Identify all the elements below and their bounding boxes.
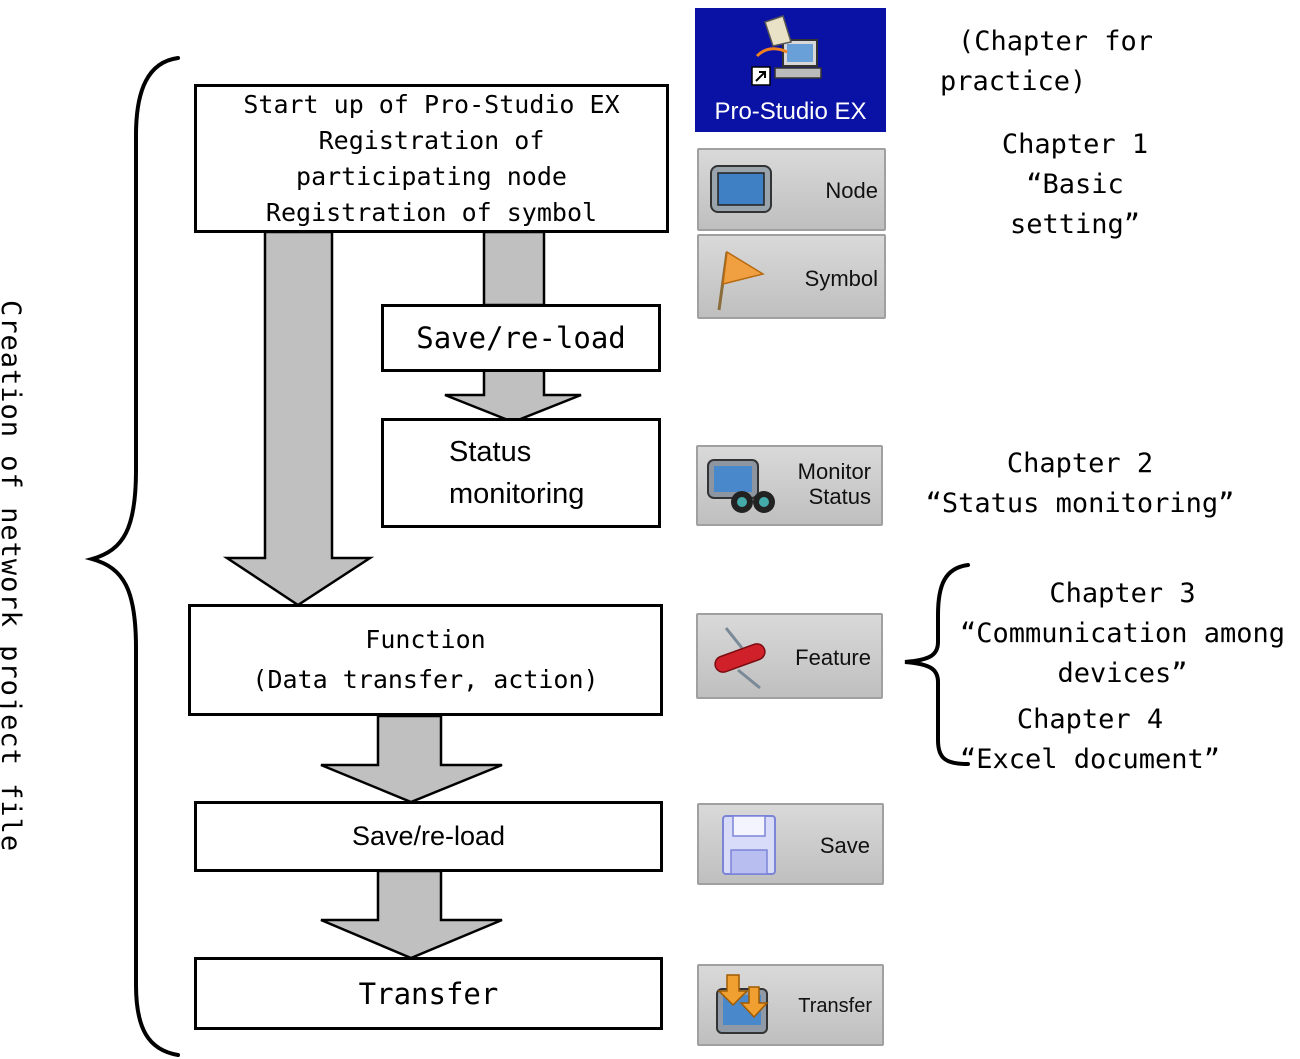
node-label: Node bbox=[825, 178, 878, 203]
practice-note: (Chapter for practice) bbox=[928, 22, 1178, 102]
chapter2-line-2: “Status monitoring” bbox=[925, 488, 1235, 519]
save-label: Save bbox=[819, 833, 870, 858]
symbol-button[interactable]: Symbol bbox=[697, 234, 886, 319]
arrow-start-to-save bbox=[482, 230, 546, 307]
feature-label: Feature bbox=[795, 645, 871, 670]
chapter2-note: Chapter 2 “Status monitoring” bbox=[900, 444, 1260, 524]
arrow-function-to-save bbox=[320, 714, 503, 804]
monitor-status-button[interactable]: Monitor Status bbox=[696, 445, 883, 526]
transfer-box: Transfer bbox=[194, 957, 663, 1030]
chapter-brace bbox=[904, 563, 970, 766]
chapter4-note: Chapter 4 “Excel document” bbox=[940, 700, 1240, 780]
side-label-text: Creation of network project file bbox=[0, 300, 26, 853]
pc-network-shortcut-icon bbox=[751, 15, 822, 86]
pro-studio-label: Pro-Studio EX bbox=[714, 98, 867, 125]
startup-line-2: Registration of bbox=[318, 125, 545, 155]
status-monitoring-box: Status monitoring bbox=[381, 418, 661, 528]
monitor-status-line-2: Status bbox=[808, 484, 871, 509]
save-reload-box-2: Save/re-load bbox=[194, 801, 663, 872]
flag-icon bbox=[717, 250, 765, 311]
chapter1-note: Chapter 1 “Basic setting” bbox=[955, 125, 1195, 245]
pro-studio-icon[interactable]: Pro-Studio EX bbox=[695, 8, 886, 132]
floppy-disk-icon bbox=[722, 815, 776, 875]
practice-line-1: (Chapter for bbox=[958, 26, 1154, 57]
transfer-icon-label: Transfer bbox=[798, 995, 872, 1017]
save-reload-box-1: Save/re-load bbox=[381, 304, 661, 372]
node-button[interactable]: Node bbox=[697, 148, 886, 231]
chapter3-title: Chapter 3 bbox=[1049, 578, 1196, 609]
chapter1-title: Chapter 1 bbox=[1001, 129, 1149, 160]
startup-line-4: Registration of symbol bbox=[265, 197, 598, 227]
practice-line-2: practice) bbox=[940, 66, 1087, 97]
chapter2-title: Chapter 2 bbox=[1006, 448, 1154, 479]
transfer-label: Transfer bbox=[358, 976, 499, 1011]
binoculars-monitor-icon bbox=[707, 459, 775, 513]
feature-button[interactable]: Feature bbox=[696, 613, 883, 699]
monitor-status-label: Monitor Status bbox=[798, 459, 871, 509]
save-reload-label-2: Save/re-load bbox=[351, 821, 506, 851]
arrow-save-to-transfer bbox=[320, 869, 503, 960]
transfer-button[interactable]: Transfer bbox=[697, 964, 884, 1046]
chapter3-note: Chapter 3 “Communication among devices” bbox=[950, 574, 1295, 694]
swiss-knife-icon bbox=[714, 627, 766, 690]
display-panel-icon bbox=[710, 165, 772, 213]
chapter3-line-3: devices” bbox=[1057, 658, 1188, 689]
chapter1-line-2: “Basic bbox=[1026, 169, 1124, 200]
save-reload-label-1: Save/re-load bbox=[416, 321, 626, 355]
status-line-2: monitoring bbox=[449, 478, 585, 510]
side-label: Creation of network project file bbox=[0, 300, 44, 860]
status-line-1: Status bbox=[449, 436, 532, 468]
function-box: Function (Data transfer, action) bbox=[188, 604, 663, 716]
chapter3-line-2: “Communication among bbox=[959, 618, 1286, 649]
startup-line-1: Start up of Pro-Studio EX bbox=[243, 89, 620, 119]
save-button[interactable]: Save bbox=[697, 803, 884, 885]
monitor-status-line-1: Monitor bbox=[797, 459, 871, 484]
chapter1-line-3: setting” bbox=[1009, 209, 1141, 240]
function-line-2: (Data transfer, action) bbox=[252, 665, 599, 694]
transfer-download-icon bbox=[716, 974, 769, 1034]
symbol-label: Symbol bbox=[804, 266, 878, 291]
function-line-1: Function bbox=[365, 625, 486, 654]
left-brace bbox=[84, 56, 180, 1057]
arrow-save-to-status bbox=[444, 368, 582, 424]
startup-box: Start up of Pro-Studio EX Registration o… bbox=[194, 84, 669, 233]
chapter4-title: Chapter 4 bbox=[1016, 704, 1164, 735]
arrow-start-to-function bbox=[222, 230, 375, 607]
chapter4-line-2: “Excel document” bbox=[959, 744, 1221, 775]
startup-line-3: participating node bbox=[296, 161, 567, 191]
